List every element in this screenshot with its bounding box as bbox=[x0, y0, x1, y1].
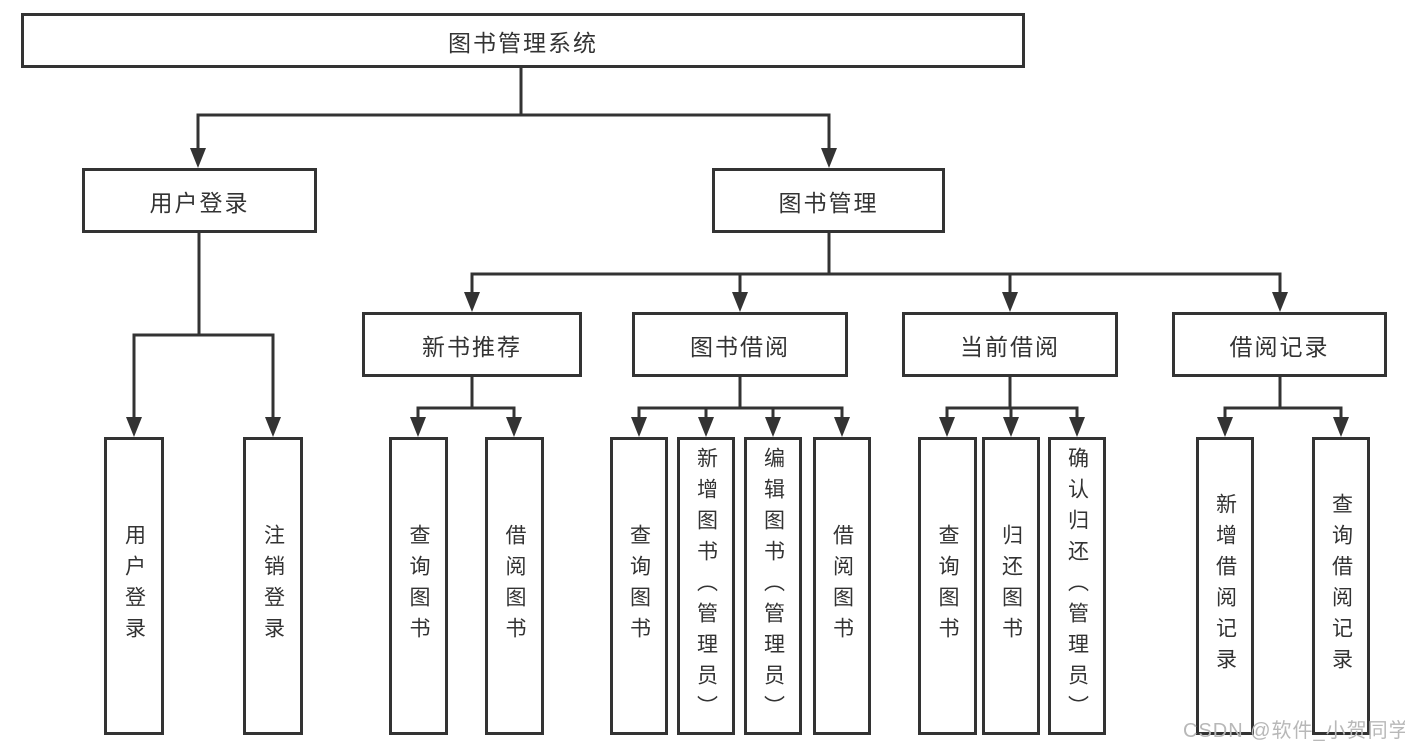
leaf-records-query-record: 查询借阅记录 bbox=[1312, 437, 1370, 735]
csdn-watermark: CSDN @软件_小贺同学 bbox=[1183, 720, 1405, 742]
leaf-newbook-query-book-label: 查询图书 bbox=[407, 524, 430, 648]
leaf-current-return-book-label: 归还图书 bbox=[999, 524, 1023, 648]
node-root: 图书管理系统 bbox=[21, 13, 1025, 68]
leaf-current-confirm-return-admin-label: 确认归还（管理员） bbox=[1065, 446, 1089, 726]
arrowheads-borrow-records-leaves bbox=[1217, 417, 1349, 437]
arrowheads-current-borrow-leaves bbox=[939, 417, 1085, 437]
leaf-newbook-borrow-book-label: 借阅图书 bbox=[503, 524, 526, 648]
leaf-borrow-edit-book-admin-label: 编辑图书（管理员） bbox=[761, 446, 785, 726]
node-new-book-recommend: 新书推荐 bbox=[362, 312, 582, 377]
leaf-borrow-query-book: 查询图书 bbox=[610, 437, 668, 735]
leaf-user-login-label: 用户登录 bbox=[122, 524, 146, 648]
connector-root-to-level2 bbox=[196, 68, 831, 150]
leaf-logout-login-label: 注销登录 bbox=[261, 524, 285, 648]
connector-book-borrow-to-leaves bbox=[637, 377, 844, 419]
node-book-management: 图书管理 bbox=[712, 168, 945, 233]
leaf-borrow-add-book-admin-label: 新增图书（管理员） bbox=[694, 446, 718, 726]
leaf-borrow-borrow-book-label: 借阅图书 bbox=[830, 524, 854, 648]
leaf-borrow-edit-book-admin: 编辑图书（管理员） bbox=[744, 437, 802, 735]
connector-borrow-records-to-leaves bbox=[1223, 377, 1343, 419]
arrowheads-book-borrow-leaves bbox=[631, 417, 850, 437]
leaf-records-query-record-label: 查询借阅记录 bbox=[1329, 493, 1353, 679]
leaf-records-add-record-label: 新增借阅记录 bbox=[1213, 493, 1237, 679]
leaf-borrow-add-book-admin: 新增图书（管理员） bbox=[677, 437, 735, 735]
leaf-current-query-book: 查询图书 bbox=[918, 437, 977, 735]
connector-book-management-to-level3 bbox=[470, 233, 1282, 294]
arrowheads-user-login-leaves bbox=[126, 417, 281, 437]
node-book-borrow: 图书借阅 bbox=[632, 312, 848, 377]
connector-user-login-to-leaves bbox=[132, 233, 275, 419]
leaf-borrow-query-book-label: 查询图书 bbox=[627, 524, 651, 648]
arrowheads-level2 bbox=[190, 148, 837, 168]
leaf-current-confirm-return-admin: 确认归还（管理员） bbox=[1048, 437, 1106, 735]
connector-new-book-to-leaves bbox=[416, 377, 516, 419]
node-borrow-records: 借阅记录 bbox=[1172, 312, 1387, 377]
node-current-borrow: 当前借阅 bbox=[902, 312, 1118, 377]
arrowheads-level3 bbox=[464, 292, 1288, 312]
leaf-newbook-borrow-book: 借阅图书 bbox=[485, 437, 544, 735]
leaf-user-login: 用户登录 bbox=[104, 437, 164, 735]
node-user-login: 用户登录 bbox=[82, 168, 317, 233]
leaf-newbook-query-book: 查询图书 bbox=[389, 437, 448, 735]
leaf-logout-login: 注销登录 bbox=[243, 437, 303, 735]
connector-current-borrow-to-leaves bbox=[945, 377, 1079, 419]
arrowheads-new-book-leaves bbox=[410, 417, 522, 437]
leaf-current-return-book: 归还图书 bbox=[982, 437, 1040, 735]
leaf-current-query-book-label: 查询图书 bbox=[936, 524, 959, 648]
leaf-borrow-borrow-book: 借阅图书 bbox=[813, 437, 871, 735]
leaf-records-add-record: 新增借阅记录 bbox=[1196, 437, 1254, 735]
